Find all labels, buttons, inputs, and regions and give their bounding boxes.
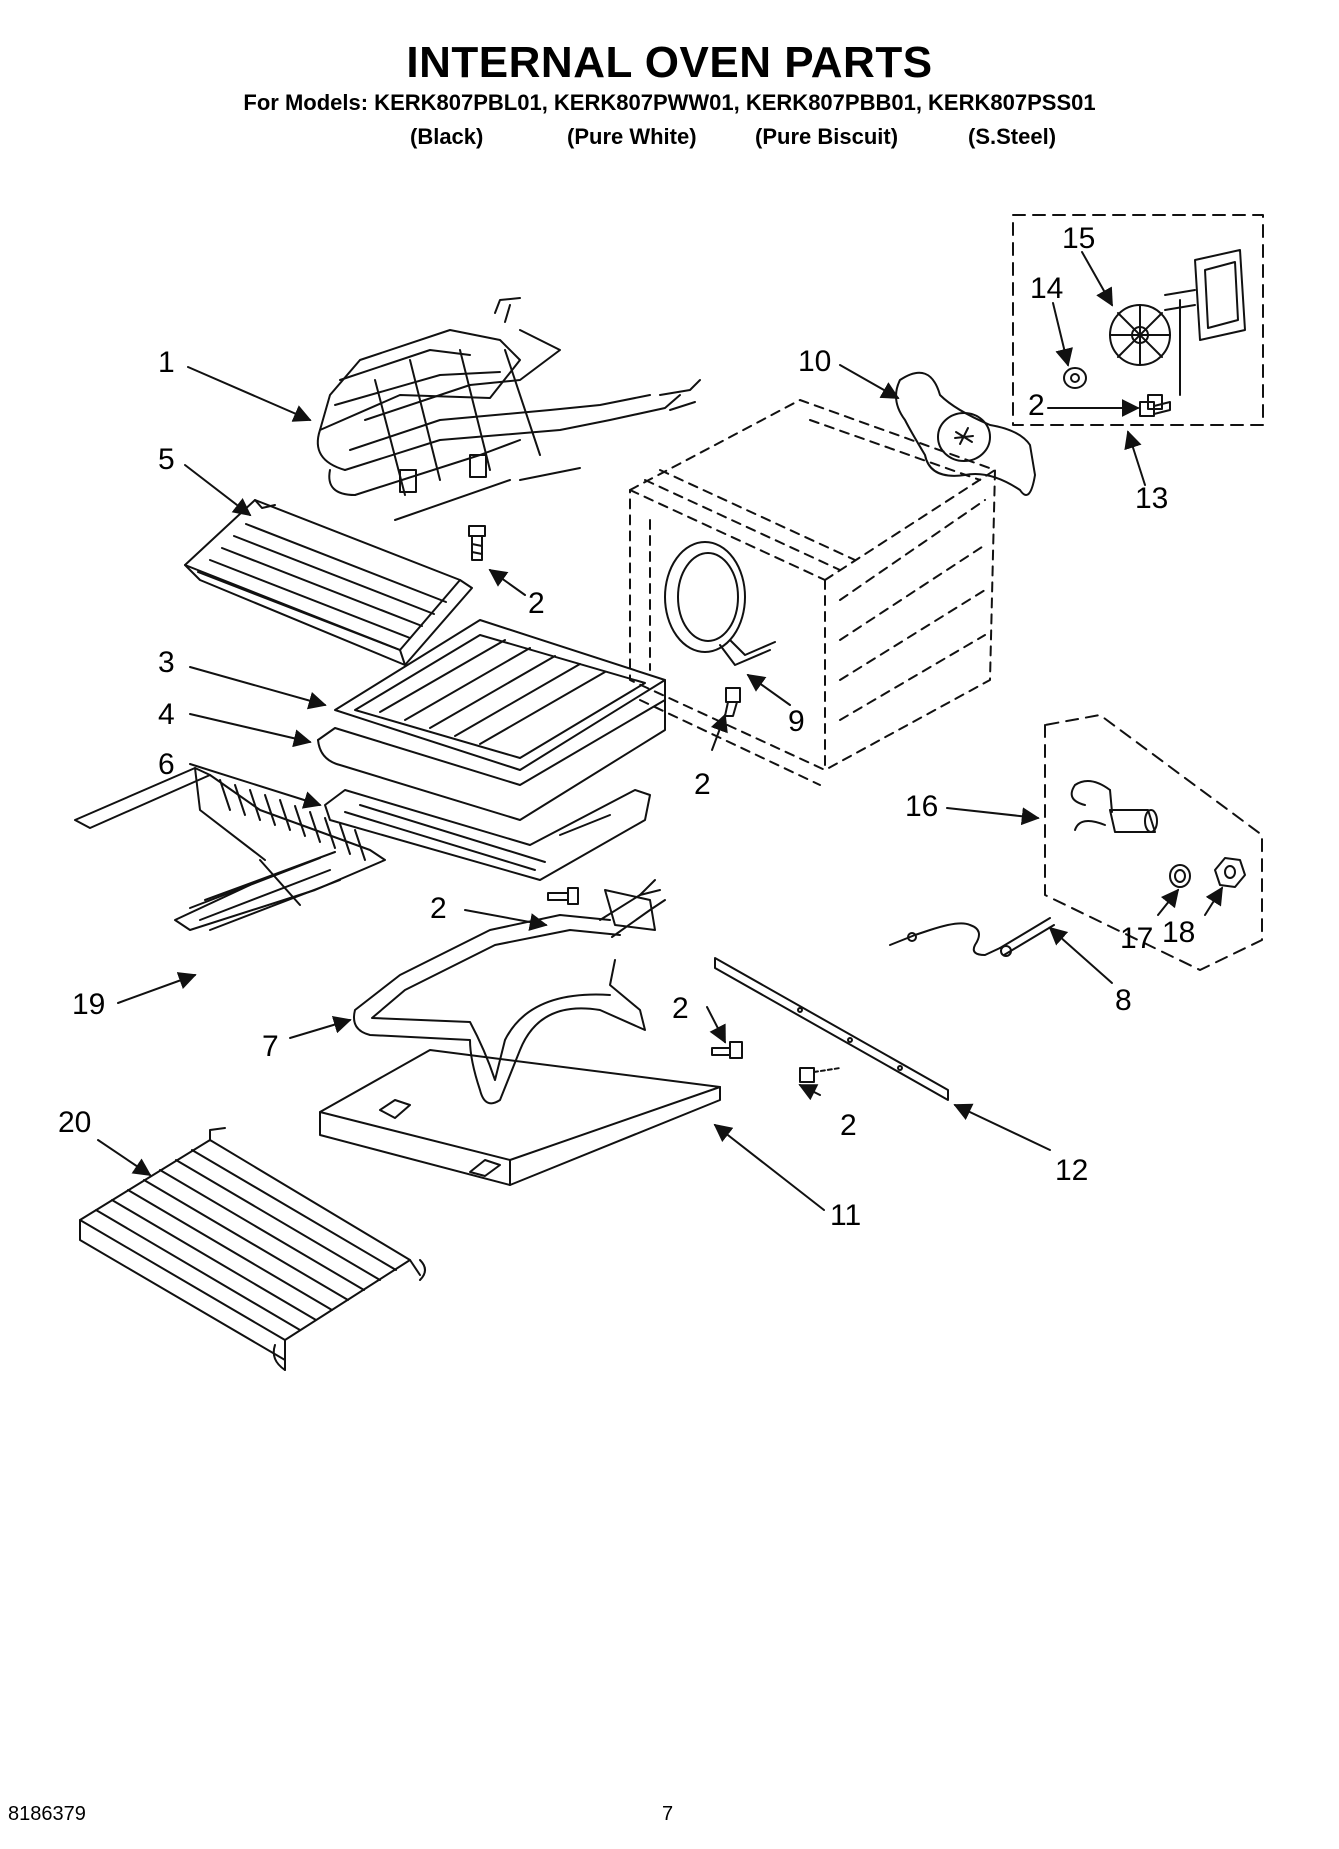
fan-motor-13-drawing <box>1147 249 1246 410</box>
callout-20: 20 <box>58 1106 91 1139</box>
callout-13: 13 <box>1135 482 1168 515</box>
page-number: 7 <box>662 1803 674 1825</box>
rack-19-drawing <box>74 767 386 931</box>
callout-3: 3 <box>158 646 175 679</box>
nut-18-drawing <box>1214 857 1246 888</box>
callout-2e: 2 <box>840 1109 857 1142</box>
oven-cavity-drawing <box>629 399 996 786</box>
callout-8: 8 <box>1115 984 1132 1017</box>
rack-5-drawing <box>184 499 473 666</box>
callout-7: 7 <box>262 1030 279 1063</box>
callout-2f: 2 <box>1028 389 1045 422</box>
callout-15: 15 <box>1062 222 1095 255</box>
screw-drawing-6 <box>799 1067 841 1083</box>
sensor-plug-16-drawing <box>1070 780 1158 833</box>
callout-16: 16 <box>905 790 938 823</box>
finish-label-pure-white: (Pure White) <box>567 124 697 149</box>
callout-17: 17 <box>1120 922 1153 955</box>
broiler-pan-3-drawing <box>334 619 666 771</box>
callout-14: 14 <box>1030 272 1063 305</box>
callout-numbers: 1 5 2 3 4 6 19 2 7 20 11 10 9 2 2 12 2 1… <box>58 222 1195 1232</box>
convection-element-9-drawing <box>664 541 776 666</box>
bake-element-7-drawing <box>353 879 666 1105</box>
callout-5: 5 <box>158 443 175 476</box>
callout-11: 11 <box>830 1199 861 1232</box>
screw-drawing-2 <box>547 887 579 905</box>
screw-drawing-4 <box>724 687 741 717</box>
broil-element-drawing <box>316 297 701 521</box>
temperature-sensor-8-drawing <box>889 917 1055 957</box>
washer-17-drawing <box>1169 864 1191 888</box>
fan-blade-15-drawing <box>1109 304 1171 366</box>
callout-10: 10 <box>798 345 831 378</box>
screw-drawing-5 <box>1139 401 1171 417</box>
callout-2d: 2 <box>672 992 689 1025</box>
fan-motor-kit-box <box>1012 214 1264 426</box>
nut-14-drawing <box>1063 367 1087 389</box>
broiler-grid-4-drawing <box>317 679 666 821</box>
finish-label-steel: (S.Steel) <box>968 124 1057 149</box>
bottom-panel-11-drawing <box>319 1049 721 1186</box>
callout-1: 1 <box>158 346 175 379</box>
screw-drawing-1 <box>468 525 486 561</box>
callout-6: 6 <box>158 748 175 781</box>
callout-12: 12 <box>1055 1154 1088 1187</box>
models-line: For Models: KERK807PBL01, KERK807PWW01, … <box>243 90 1096 115</box>
leader-lines <box>97 251 1223 1211</box>
doc-number: 8186379 <box>8 1803 86 1825</box>
callout-4: 4 <box>158 698 175 731</box>
callout-19: 19 <box>72 988 105 1021</box>
screw-drawing-3 <box>711 1041 743 1059</box>
oven-rack-20-drawing <box>79 1127 426 1371</box>
page-title: INTERNAL OVEN PARTS <box>406 38 933 87</box>
bracket-bar-12-drawing <box>714 957 949 1101</box>
callout-2b: 2 <box>430 892 447 925</box>
callout-2c: 2 <box>694 768 711 801</box>
callout-18: 18 <box>1162 916 1195 949</box>
sensor-kit-box <box>1044 714 1263 971</box>
fan-cover-10-drawing <box>895 371 1036 496</box>
finish-label-pure-biscuit: (Pure Biscuit) <box>755 124 899 149</box>
pan-liner-6-drawing <box>324 789 651 881</box>
callout-9: 9 <box>788 705 805 738</box>
finish-label-black: (Black) <box>410 124 484 149</box>
callout-2: 2 <box>528 587 545 620</box>
